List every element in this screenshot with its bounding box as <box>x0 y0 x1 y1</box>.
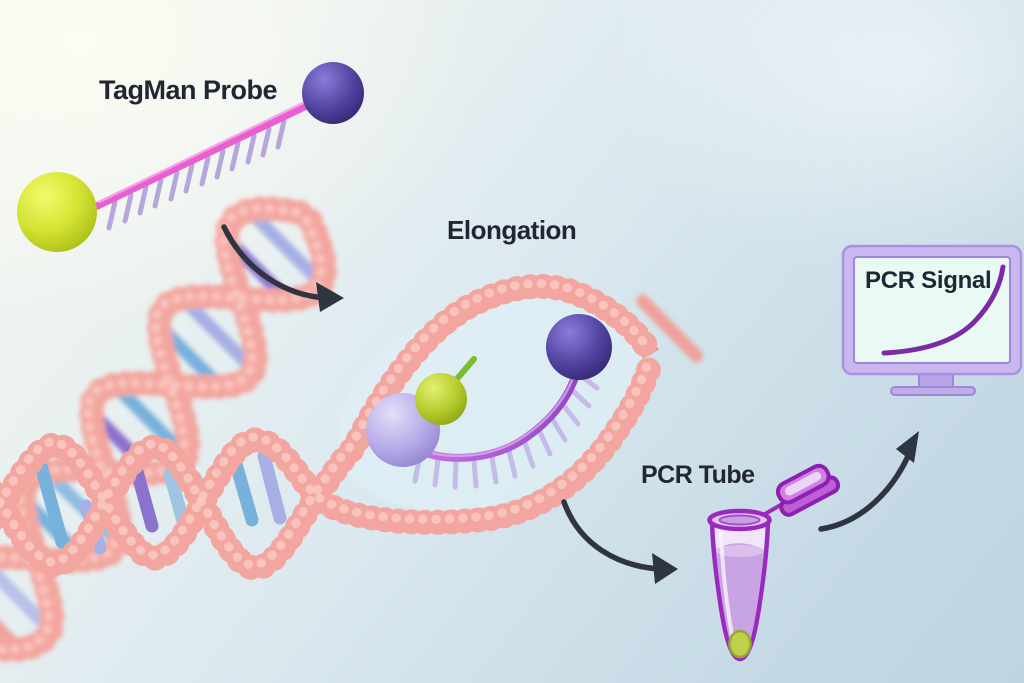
taqman-probe-icon <box>17 62 364 252</box>
nucleotide-stick-icon <box>453 356 477 383</box>
probe-teeth <box>106 118 287 231</box>
dna-helix-lower-left <box>0 283 651 568</box>
pcr-tube-icon <box>707 463 841 662</box>
elongation-complex <box>366 314 612 490</box>
elongation-label: Elongation <box>447 215 577 245</box>
reporter-sphere-icon <box>17 172 97 252</box>
tube-liquid <box>716 543 764 655</box>
arrow-tube-to-signal <box>818 444 915 532</box>
signal-curve-icon <box>881 264 1006 356</box>
liquid-meniscus <box>716 545 764 557</box>
probe-linker-line <box>93 102 310 210</box>
monitor-base <box>890 386 976 396</box>
monitor-stand <box>918 373 954 388</box>
tube-opening <box>718 514 761 526</box>
pellet-icon <box>728 629 752 659</box>
arrowhead-icon <box>896 431 919 463</box>
probe-linker-highlight <box>97 101 305 204</box>
taqman-probe-label: TagMan Probe <box>99 75 278 105</box>
tube-cap-icon <box>775 463 841 517</box>
reporter-sphere-small-icon <box>415 373 467 425</box>
arrow-elongation-to-tube <box>561 499 665 572</box>
arrowhead-icon <box>652 553 678 584</box>
quencher-sphere-bubble-icon <box>546 314 612 380</box>
quencher-sphere-icon <box>302 62 364 124</box>
pcr-signal-label: PCR Signal <box>865 267 992 294</box>
arrowhead-icon <box>316 282 344 312</box>
glass-highlight <box>719 528 735 642</box>
flow-arrows <box>221 224 919 584</box>
monitor-icon <box>841 244 1023 396</box>
arrow-probe-to-elongation <box>221 224 330 301</box>
monitor-screen <box>853 256 1011 364</box>
pcr-tube-label: PCR Tube <box>641 461 755 489</box>
